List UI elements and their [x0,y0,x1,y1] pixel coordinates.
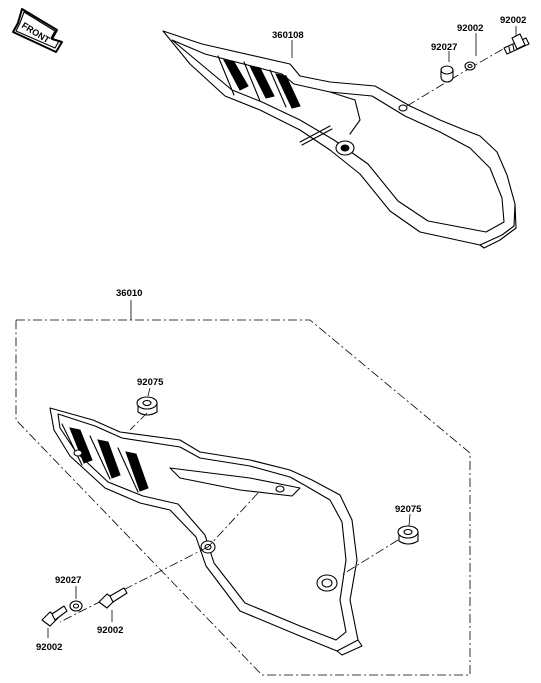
lower-side-cover [49,407,363,656]
collar-right [397,525,419,545]
label-92002-upper-b: 92002 [500,15,526,26]
label-92002-lower-left: 92002 [36,642,62,653]
upper-fasteners [291,26,530,107]
bolt-right [98,587,128,609]
label-92027-upper: 92027 [431,42,457,53]
lower-washer [69,600,83,612]
label-92075-right: 92075 [395,504,422,515]
upper-collar [440,65,454,83]
label-360108: 360108 [272,30,304,41]
collar-upper [136,396,158,416]
upper-side-cover [162,30,517,249]
label-92002-lower-right: 92002 [97,625,123,636]
label-92027-lower: 92027 [55,575,81,586]
upper-bolt [503,33,530,55]
front-direction-badge: FRONT [12,8,63,53]
bolt-left [41,605,68,627]
label-92002-upper-a: 92002 [457,23,483,34]
upper-washer [464,61,476,71]
group-boundary [15,319,471,676]
lower-fasteners [41,387,419,638]
label-36010: 36010 [116,288,142,299]
label-92075-upper: 92075 [137,377,164,388]
